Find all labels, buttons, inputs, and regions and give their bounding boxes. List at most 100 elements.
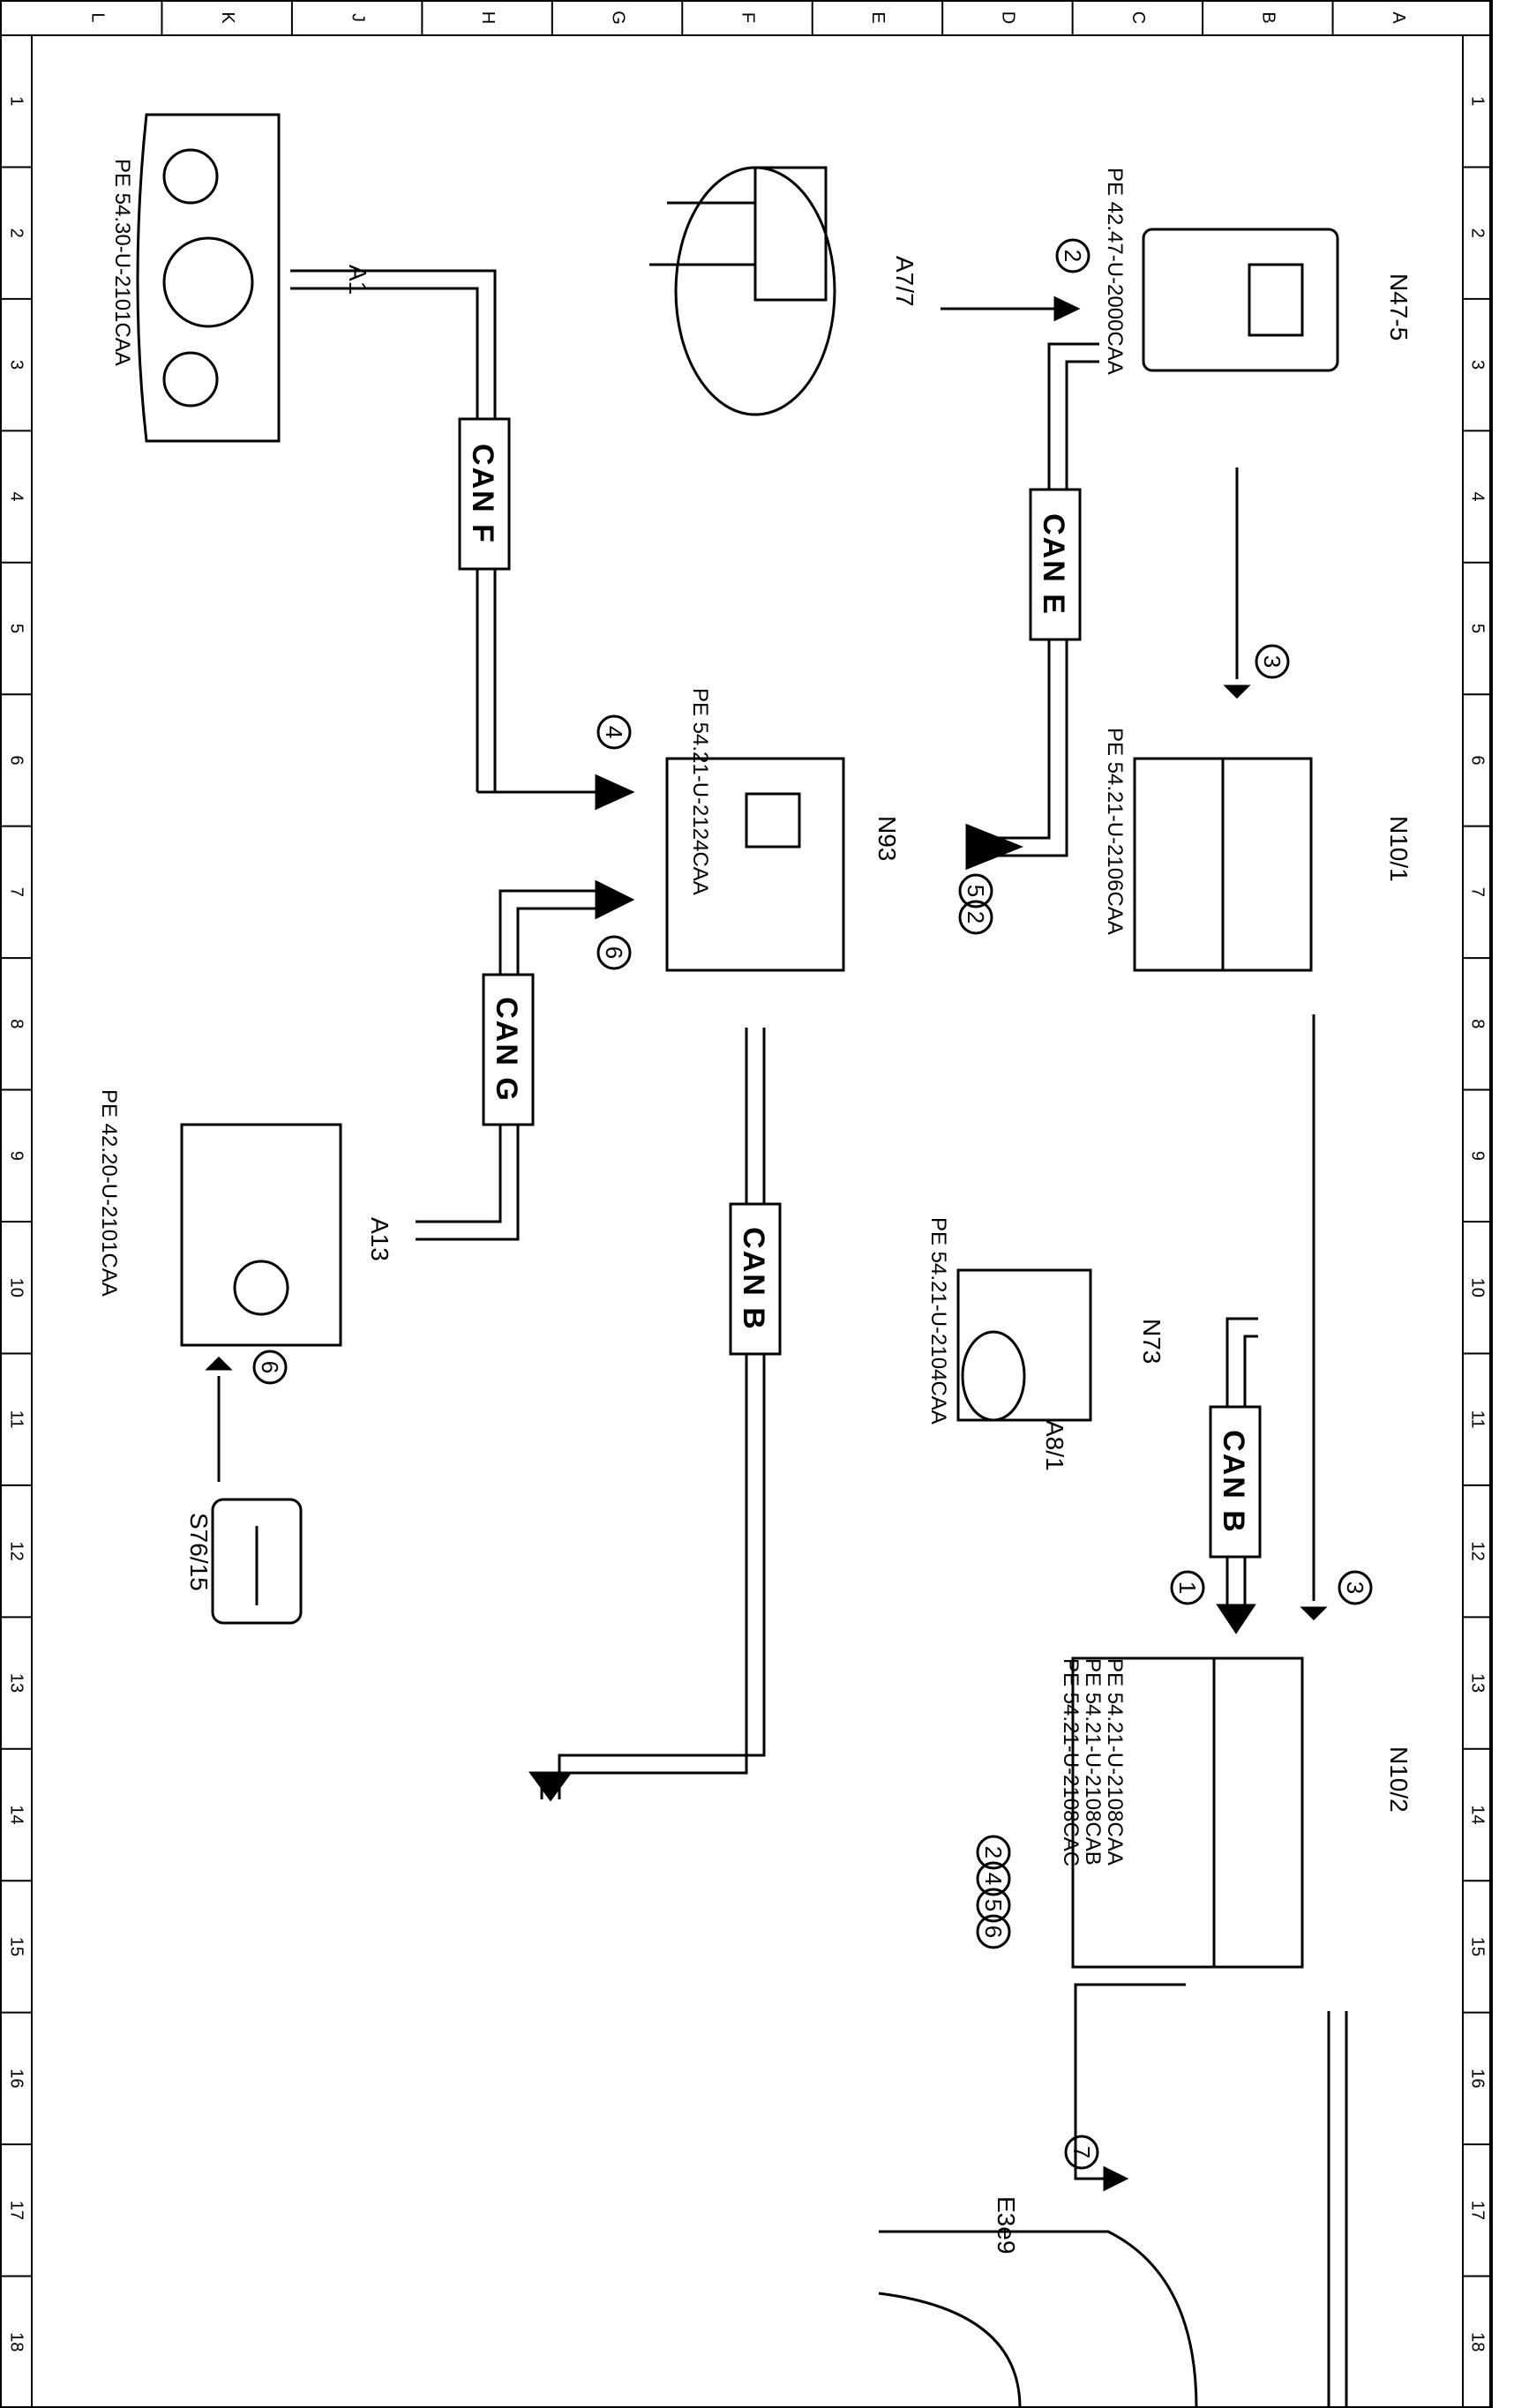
grid-number: 2 bbox=[7, 228, 26, 238]
grid-number: 13 bbox=[7, 1673, 26, 1693]
grid-number: 5 bbox=[1468, 624, 1488, 633]
grid-number: 10 bbox=[1468, 1278, 1488, 1297]
label-n73: N73 bbox=[1138, 1319, 1165, 1364]
n73-module bbox=[956, 1268, 1092, 1422]
arrow-head-n10-1-n10-2 bbox=[1300, 1606, 1328, 1621]
grid-ticks bbox=[0, 0, 1491, 2277]
grid-letter: B bbox=[1259, 11, 1278, 23]
can-b-main-arrow-head bbox=[528, 1771, 573, 1802]
can-b-n73-label-box bbox=[1209, 1405, 1262, 1559]
grid-number: 5 bbox=[7, 624, 26, 633]
grid-number: 1 bbox=[1468, 96, 1488, 106]
n10-1-module bbox=[1133, 757, 1313, 972]
ref-n10-2-2: PE 54.21-U-2108CAC bbox=[1059, 1658, 1083, 1866]
label-n10-2: N10/2 bbox=[1385, 1746, 1413, 1813]
grid-letter: A bbox=[1389, 11, 1408, 24]
grid-number: 11 bbox=[7, 1410, 26, 1429]
marker-4-n93 bbox=[596, 714, 632, 750]
can-b-main-label-box bbox=[729, 1202, 782, 1356]
grid-number: 13 bbox=[1468, 1673, 1488, 1693]
grid-number: 15 bbox=[7, 1937, 26, 1956]
grid-number: 3 bbox=[1468, 360, 1488, 370]
label-n93: N93 bbox=[873, 816, 901, 861]
grid-number: 6 bbox=[7, 755, 26, 765]
label-s76-15: S76/15 bbox=[185, 1513, 213, 1591]
ref-n93-0: PE 54.21-U-2124CAA bbox=[688, 688, 712, 895]
marker-6-n10-2 bbox=[976, 1914, 1011, 1949]
grid-letter: F bbox=[738, 12, 758, 23]
grid-number: 8 bbox=[7, 1019, 26, 1028]
marker-7-e3e9 bbox=[1064, 2135, 1099, 2170]
step-marker-texts: 2 3 4 5 2 6 6 1 3 2 4 5 6 7 bbox=[257, 250, 1368, 2158]
marker-2-n10-2 bbox=[976, 1835, 1011, 1870]
arrow-head-s76-a13 bbox=[205, 1356, 233, 1371]
grid-number: 14 bbox=[1468, 1805, 1488, 1824]
can-g-arrow-head bbox=[595, 879, 635, 920]
marker-text-6-a13: 6 bbox=[257, 1361, 283, 1373]
can-f-label: CAN F bbox=[466, 444, 499, 544]
marker-5-n10-2 bbox=[976, 1888, 1011, 1923]
grid-number: 17 bbox=[7, 2201, 26, 2220]
arrow-head-n10-2-e3e9 bbox=[1103, 2165, 1129, 2192]
grid-letter: K bbox=[218, 11, 237, 24]
ref-a13-0: PE 42.20-U-2101CAA bbox=[97, 1089, 121, 1297]
marker-text-2-n93: 2 bbox=[963, 911, 989, 924]
ref-n73-0: PE 54.21-U-2104CAA bbox=[926, 1217, 950, 1425]
grid-number: 3 bbox=[7, 360, 26, 370]
step-markers bbox=[252, 238, 1373, 2170]
marker-text-3-n10-2: 3 bbox=[1342, 1582, 1368, 1594]
grid-number: 15 bbox=[1468, 1937, 1488, 1956]
can-f-arrow-head bbox=[595, 774, 635, 811]
grid-number: 6 bbox=[1468, 755, 1488, 765]
can-b-main-label: CAN B bbox=[737, 1227, 770, 1331]
can-g-label-box bbox=[482, 973, 535, 1126]
can-b-main-wire bbox=[540, 1028, 766, 1799]
marker-text-6-n93: 6 bbox=[601, 946, 627, 959]
label-a1: A1 bbox=[344, 265, 371, 295]
e3e9-bus-lines bbox=[1327, 2011, 1348, 2408]
ref-n10-2-1: PE 54.21-U-2108CAB bbox=[1081, 1658, 1105, 1866]
marker-text-2-n10-2: 2 bbox=[980, 1846, 1007, 1858]
can-e-label: CAN E bbox=[1037, 513, 1070, 616]
marker-2-n93 bbox=[958, 900, 993, 935]
grid-number: 16 bbox=[1468, 2068, 1488, 2088]
ref-a1-0: PE 54.30-U-2101CAA bbox=[110, 159, 134, 366]
marker-text-7-e3e9: 7 bbox=[1068, 2146, 1095, 2158]
marker-4-n10-2 bbox=[976, 1861, 1011, 1896]
marker-1-n10-2 bbox=[1170, 1570, 1205, 1605]
marker-2-n47 bbox=[1055, 238, 1091, 273]
marker-3-n10-1 bbox=[1255, 644, 1290, 679]
grid-number: 9 bbox=[7, 1151, 26, 1161]
can-e-label-box bbox=[1029, 488, 1082, 641]
label-e3e9: E3e9 bbox=[993, 2196, 1020, 2254]
grid-number: 12 bbox=[1468, 1541, 1488, 1560]
marker-text-2-n47: 2 bbox=[1060, 250, 1086, 262]
grid-letter: H bbox=[478, 11, 498, 24]
s76-15-switch bbox=[211, 1498, 303, 1625]
arrow-head-n47-n10-1 bbox=[1223, 684, 1251, 699]
marker-text-4-n10-2: 4 bbox=[980, 1873, 1007, 1885]
grid-number: 1 bbox=[7, 96, 26, 106]
ref-n10-2-0: PE 54.21-U-2108CAA bbox=[1103, 1658, 1127, 1866]
can-b-n73-label: CAN B bbox=[1217, 1430, 1250, 1534]
a1-instrument-cluster bbox=[136, 113, 281, 443]
can-f-wire bbox=[290, 269, 612, 794]
marker-6-n93 bbox=[596, 935, 632, 970]
arrows bbox=[205, 295, 1328, 2192]
arrow-head-a7-n47 bbox=[1053, 295, 1081, 322]
can-f-label-box bbox=[458, 417, 511, 571]
n47-5-module bbox=[1142, 228, 1339, 372]
grid-number: 11 bbox=[1468, 1410, 1488, 1429]
grid-number: 9 bbox=[1468, 1151, 1488, 1161]
grid-letter: J bbox=[348, 13, 367, 22]
label-a8-1: A8/1 bbox=[1041, 1420, 1068, 1471]
can-e-arrow-head bbox=[965, 823, 1024, 871]
marker-6-a13 bbox=[252, 1350, 288, 1385]
marker-text-5-n10-2: 5 bbox=[980, 1899, 1007, 1911]
arrow-n10-2-to-e3e9 bbox=[1074, 1983, 1186, 2180]
marker-text-4-n93: 4 bbox=[601, 726, 627, 738]
ref-n47-5-0: PE 42.47-U-2000CAA bbox=[1103, 168, 1127, 375]
a13-module bbox=[180, 1123, 342, 1347]
marker-text-5-n93: 5 bbox=[963, 885, 989, 897]
